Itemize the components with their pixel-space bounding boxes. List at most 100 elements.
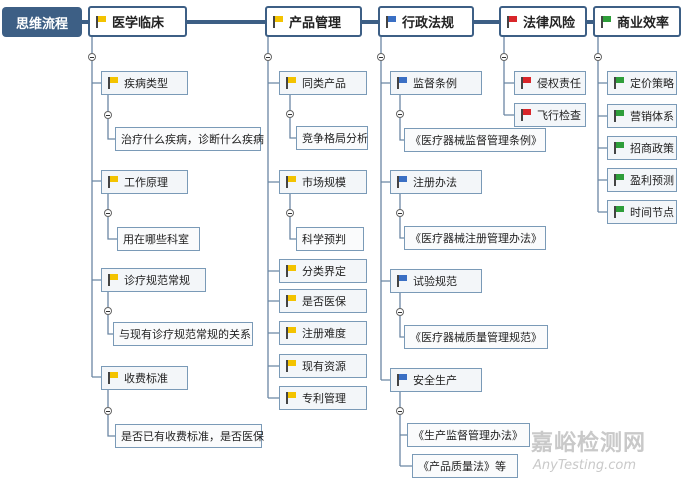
node-profit-forecast[interactable]: 盈利预测 [607,168,677,192]
node-classification[interactable]: 分类界定 [279,259,367,283]
node-label: 用在哪些科室 [123,233,189,246]
green-flag-icon [613,77,625,89]
branch-header-business-efficiency[interactable]: 商业效率 [593,6,681,37]
node-tort-liability[interactable]: 侵权责任 [514,71,586,95]
branch-label: 行政法规 [402,16,455,31]
collapse-toggle[interactable] [286,209,294,217]
branch-header-administrative-regulations[interactable]: 行政法规 [378,6,474,37]
node-label: 定价策略 [630,77,674,90]
blue-flag-icon [396,374,408,386]
watermark-cn: 嘉峪检测网 [531,431,647,456]
blue-flag-icon [396,77,408,89]
node-existing-resources[interactable]: 现有资源 [279,354,367,378]
collapse-toggle[interactable] [594,53,602,61]
node-market-size[interactable]: 市场规模 [279,170,367,194]
node-marketing-system[interactable]: 营销体系 [607,104,677,128]
node-similar-products[interactable]: 同类产品 [279,71,367,95]
yellow-flag-icon [107,274,119,286]
node-label: 监督条例 [413,77,457,90]
collapse-toggle[interactable] [104,407,112,415]
node-trial-specification[interactable]: 试验规范 [390,269,482,293]
node-working-principle[interactable]: 工作原理 [101,170,188,194]
node-supervision-regulation[interactable]: 监督条例 [390,71,482,95]
node-competition-analysis[interactable]: 竞争格局分析 [296,126,368,150]
node-label: 市场规模 [302,176,346,189]
branch-header-medical-clinical[interactable]: 医学临床 [88,6,187,37]
node-registration-difficulty[interactable]: 注册难度 [279,321,367,345]
collapse-toggle[interactable] [264,53,272,61]
yellow-flag-icon [107,176,119,188]
yellow-flag-icon [285,77,297,89]
node-label: 竞争格局分析 [302,132,368,145]
node-label: 注册办法 [413,176,457,189]
collapse-toggle[interactable] [396,308,404,316]
collapse-toggle[interactable] [104,209,112,217]
yellow-flag-icon [95,15,107,28]
yellow-flag-icon [272,15,284,28]
node-label: 营销体系 [630,110,674,123]
node-registration-measures[interactable]: 注册办法 [390,170,482,194]
red-flag-icon [506,15,518,28]
node-guidelines-relation[interactable]: 与现有诊疗规范常规的关系 [113,322,253,346]
node-production-supervision-doc[interactable]: 《生产监督管理办法》 [407,423,530,447]
node-label: 试验规范 [413,275,457,288]
node-medical-insurance[interactable]: 是否医保 [279,289,367,313]
node-label: 盈利预测 [630,174,674,187]
collapse-toggle[interactable] [500,53,508,61]
collapse-toggle[interactable] [104,307,112,315]
collapse-toggle[interactable] [104,111,112,119]
node-label: 安全生产 [413,374,457,387]
node-departments[interactable]: 用在哪些科室 [117,227,200,251]
collapse-toggle[interactable] [286,110,294,118]
red-flag-icon [520,77,532,89]
blue-flag-icon [396,176,408,188]
yellow-flag-icon [285,176,297,188]
branch-label: 产品管理 [289,16,342,31]
collapse-toggle[interactable] [88,53,96,61]
yellow-flag-icon [285,327,297,339]
node-quality-management-doc[interactable]: 《医疗器械质量管理规范》 [404,325,548,349]
yellow-flag-icon [107,77,119,89]
node-safe-production[interactable]: 安全生产 [390,368,482,392]
node-label: 疾病类型 [124,77,168,90]
node-label: 注册难度 [302,327,346,340]
node-investment-policy[interactable]: 招商政策 [607,136,677,160]
collapse-toggle[interactable] [396,407,404,415]
node-product-quality-law-doc[interactable]: 《产品质量法》等 [412,454,518,478]
node-registration-measures-doc[interactable]: 《医疗器械注册管理办法》 [404,226,546,250]
node-treat-diagnose-disease[interactable]: 治疗什么疾病，诊断什么疾病 [115,127,264,151]
node-label: 《产品质量法》等 [418,460,506,473]
node-clinical-guidelines[interactable]: 诊疗规范常规 [101,268,206,292]
node-label: 《医疗器械质量管理规范》 [410,331,542,344]
node-label: 同类产品 [302,77,346,90]
node-fee-insurance[interactable]: 是否已有收费标准，是否医保 [115,424,264,448]
node-time-milestones[interactable]: 时间节点 [607,200,677,224]
green-flag-icon [613,110,625,122]
node-pricing-strategy[interactable]: 定价策略 [607,71,677,95]
node-flight-inspection[interactable]: 飞行检查 [514,103,586,127]
node-supervision-regulation-doc[interactable]: 《医疗器械监督管理条例》 [404,128,546,152]
node-patent-management[interactable]: 专利管理 [279,386,367,410]
node-label: 工作原理 [124,176,168,189]
blue-flag-icon [396,275,408,287]
node-label: 收费标准 [124,372,168,385]
branch-header-legal-risk[interactable]: 法律风险 [499,6,587,37]
node-disease-type[interactable]: 疾病类型 [101,71,188,95]
node-fee-standard[interactable]: 收费标准 [101,366,188,390]
branch-header-product-management[interactable]: 产品管理 [265,6,362,37]
root-node[interactable]: 思维流程 [2,7,82,37]
green-flag-icon [613,142,625,154]
collapse-toggle[interactable] [377,53,385,61]
branch-label: 商业效率 [617,16,670,31]
collapse-toggle[interactable] [396,110,404,118]
node-label: 现有资源 [302,360,346,373]
green-flag-icon [600,15,612,28]
branch-label: 法律风险 [523,16,576,31]
node-scientific-forecast[interactable]: 科学预判 [296,227,364,251]
node-label: 招商政策 [630,142,674,155]
node-label: 治疗什么疾病，诊断什么疾病 [121,133,264,146]
node-label: 《生产监督管理办法》 [413,429,523,442]
node-label: 科学预判 [302,233,346,246]
collapse-toggle[interactable] [396,209,404,217]
